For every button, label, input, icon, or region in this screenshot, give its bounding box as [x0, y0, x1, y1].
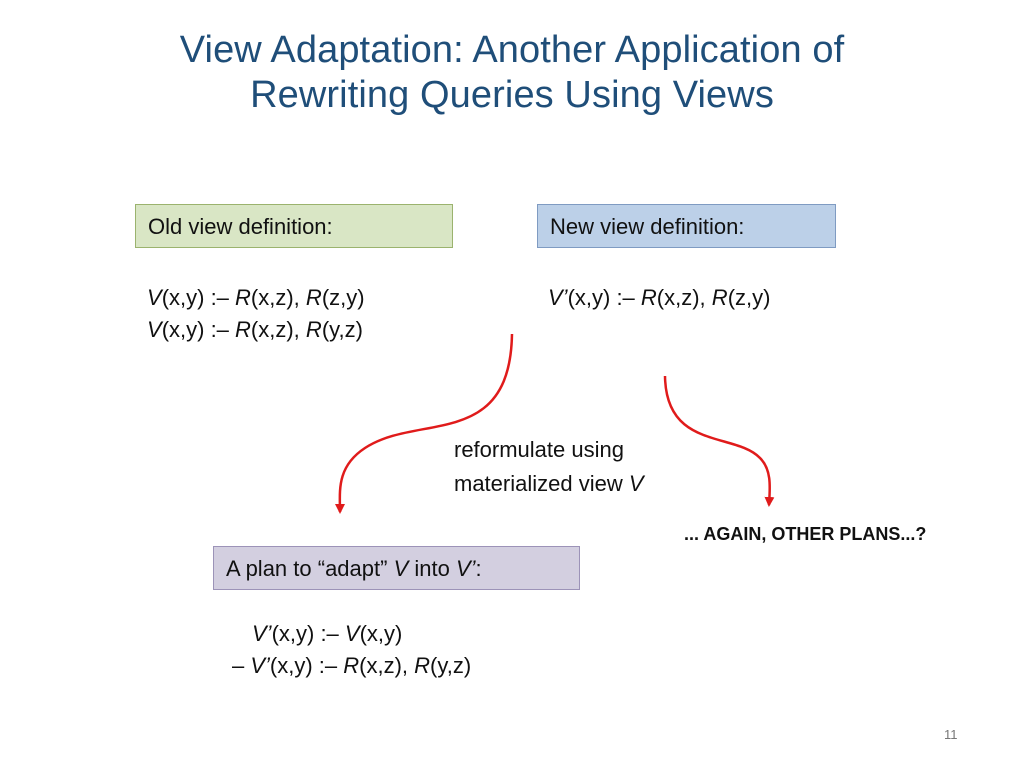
- old-rule-2-relation-1: R: [235, 317, 251, 342]
- slide-title-line-1: View Adaptation: Another Application of: [179, 29, 845, 71]
- plan-rule-1-head: V’: [252, 621, 272, 646]
- plan-heading-middle: into: [408, 556, 456, 581]
- plan-heading-prefix: A plan to “adapt”: [226, 556, 394, 581]
- new-view-definition-box: New view definition:: [537, 204, 836, 248]
- slide-title: View Adaptation: Another Application of …: [0, 28, 1024, 118]
- new-rule-relation-1: R: [640, 285, 657, 310]
- plan-rule-2-relation-2-args: (y,z): [430, 653, 472, 678]
- old-view-rule-2: V(x,y) :– R(x,z), R(y,z): [147, 314, 365, 346]
- old-rule-2-relation-2: R: [305, 317, 322, 342]
- old-rule-2-head: V: [147, 317, 162, 342]
- plan-rule-2-relation-2: R: [414, 653, 431, 678]
- page-number: 11: [944, 727, 958, 742]
- plan-rule-2-relation-1-args: (x,z),: [359, 653, 415, 678]
- new-view-rule: V’(x,y) :– R(x,z), R(z,y): [548, 282, 770, 314]
- again-other-plans-text: ... AGAIN, OTHER PLANS...?: [684, 524, 927, 544]
- plan-heading-variable-2: V’: [455, 556, 476, 581]
- other-plans-arrow: [663, 375, 775, 507]
- reformulate-label-line-2: materialized view V: [454, 467, 644, 501]
- plan-rule-2-prefix: –: [232, 653, 251, 678]
- adaptation-plan-rules: V’(x,y) :– V(x,y) – V’(x,y) :– R(x,z), R…: [232, 618, 471, 682]
- new-rule-relation-2-args: (z,y): [727, 285, 771, 310]
- old-rule-2-relation-2-args: (y,z): [321, 317, 363, 342]
- reformulate-label-line-1: reformulate using: [454, 437, 624, 462]
- old-rule-1-relation-2-args: (z,y): [321, 285, 365, 310]
- adaptation-plan-heading: A plan to “adapt” V into V’:: [226, 556, 482, 581]
- new-rule-relation-2: R: [711, 285, 728, 310]
- old-rule-1-relation-1-args: (x,z),: [250, 285, 306, 310]
- old-view-definition-box: Old view definition:: [135, 204, 453, 248]
- plan-heading-variable-1: V: [393, 556, 409, 581]
- old-view-rule-1: V(x,y) :– R(x,z), R(z,y): [147, 282, 365, 314]
- slide-title-line-2: Rewriting Queries Using Views: [250, 73, 774, 116]
- old-rule-2-relation-1-args: (x,z),: [250, 317, 306, 342]
- old-rule-2-args: (x,y) :–: [161, 317, 236, 342]
- plan-rule-1-args: (x,y) :–: [271, 621, 345, 646]
- adaptation-plan-rule-1: V’(x,y) :– V(x,y): [232, 618, 471, 650]
- new-rule-relation-1-args: (x,z),: [656, 285, 712, 310]
- old-view-definition-heading: Old view definition:: [148, 214, 333, 239]
- plan-rule-2-relation-1: R: [343, 653, 360, 678]
- old-rule-1-args: (x,y) :–: [161, 285, 236, 310]
- reformulate-label: reformulate using materialized view V: [454, 433, 644, 501]
- reformulate-label-line-2-text: materialized view: [454, 471, 629, 496]
- plan-rule-2-head: V’: [250, 653, 270, 678]
- old-rule-1-relation-2: R: [305, 285, 322, 310]
- plan-rule-1-body-args: (x,y): [359, 621, 403, 646]
- plan-heading-suffix: :: [475, 556, 482, 581]
- adaptation-plan-box: A plan to “adapt” V into V’:: [213, 546, 580, 590]
- old-view-rules: V(x,y) :– R(x,z), R(z,y) V(x,y) :– R(x,z…: [147, 282, 365, 346]
- new-rule-head: V’: [548, 285, 568, 310]
- adaptation-plan-rule-2: – V’(x,y) :– R(x,z), R(y,z): [232, 650, 471, 682]
- old-rule-1-head: V: [147, 285, 162, 310]
- new-rule-args: (x,y) :–: [567, 285, 641, 310]
- plan-rule-2-args: (x,y) :–: [269, 653, 344, 678]
- reformulate-label-variable: V: [628, 471, 644, 496]
- old-rule-1-relation-1: R: [235, 285, 251, 310]
- plan-rule-1-body-variable: V: [344, 621, 360, 646]
- new-view-definition-heading: New view definition:: [550, 214, 745, 239]
